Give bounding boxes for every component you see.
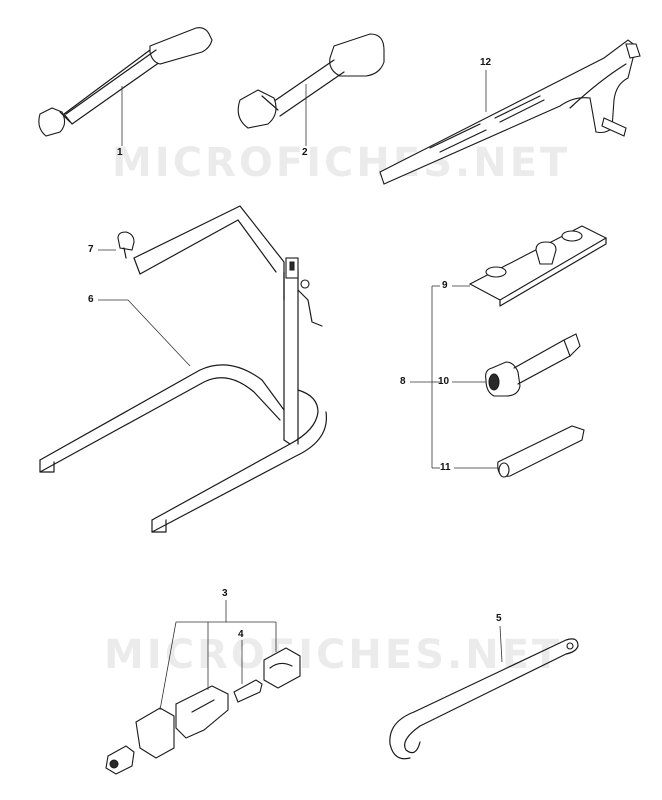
callout-1: 1 xyxy=(117,147,123,158)
callout-6: 6 xyxy=(88,294,94,305)
part-10-extractor xyxy=(485,333,581,397)
part-2-puller-cup xyxy=(237,33,385,129)
part-7-knob xyxy=(117,231,135,259)
callout-2: 2 xyxy=(302,147,308,158)
watermark-bottom: MICROFICHES.NET xyxy=(104,632,563,678)
part-6-stand xyxy=(39,205,328,533)
callout-8: 8 xyxy=(400,376,406,387)
part-11-pin xyxy=(497,425,585,478)
callout-3: 3 xyxy=(222,588,228,599)
callout-5: 5 xyxy=(496,613,502,624)
leader-lines xyxy=(98,70,503,711)
callout-9: 9 xyxy=(442,280,448,291)
part-5-hook-wrench xyxy=(389,638,579,760)
part-4-pin xyxy=(233,679,263,703)
part-3-clamp-assembly xyxy=(105,647,301,775)
callout-10: 10 xyxy=(438,376,450,387)
part-1-puller xyxy=(38,27,213,137)
part-12-bracket xyxy=(379,39,641,185)
watermark-top: MICROFICHES.NET xyxy=(112,140,571,186)
part-9-plate xyxy=(468,225,608,307)
callout-4: 4 xyxy=(238,629,244,640)
callout-11: 11 xyxy=(440,462,451,473)
callout-7: 7 xyxy=(88,244,94,255)
callout-12: 12 xyxy=(480,57,492,68)
